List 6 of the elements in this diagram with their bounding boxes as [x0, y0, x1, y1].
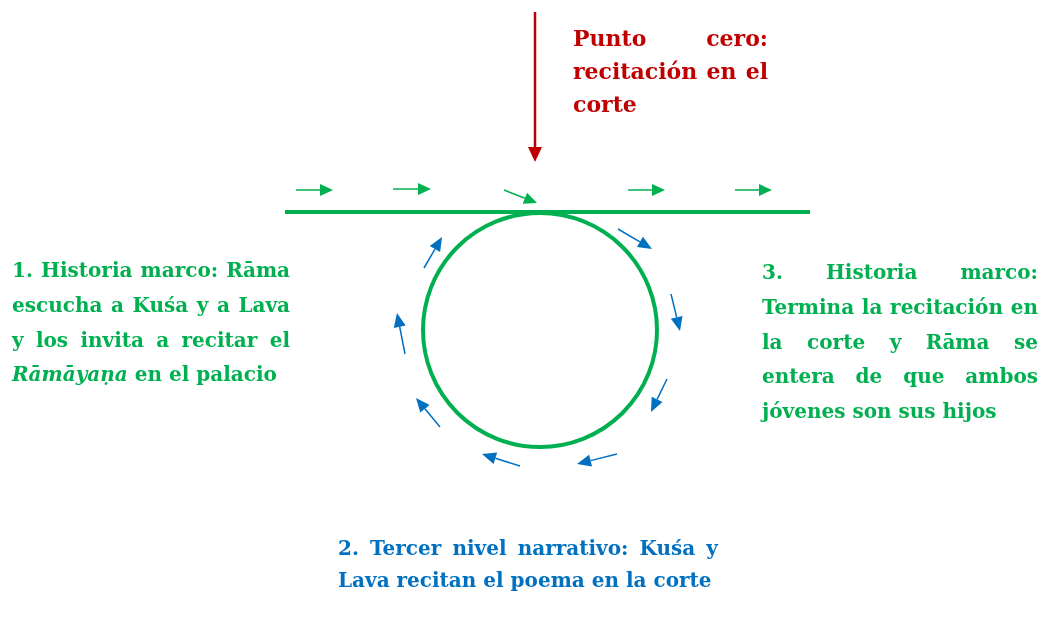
callout-text: Punto cero: recitación en el corte [573, 24, 768, 119]
stage-description: 2. Tercer nivel narrativo: Kuśa y Lava recitan el poema en la corte [338, 535, 718, 594]
stage-description: 1. Historia marco: Rāma escucha a Kuśa y a Lava y los invita a recitar el Rāmāyaṇa en el palacio [12, 257, 290, 389]
narrative-circle [421, 211, 659, 449]
timeline-line [285, 210, 810, 214]
stage-description: 3. Historia marco: Termina la recitación en la corte y Rāma se entera de que ambos jóvenes son sus hijos [762, 259, 1038, 426]
